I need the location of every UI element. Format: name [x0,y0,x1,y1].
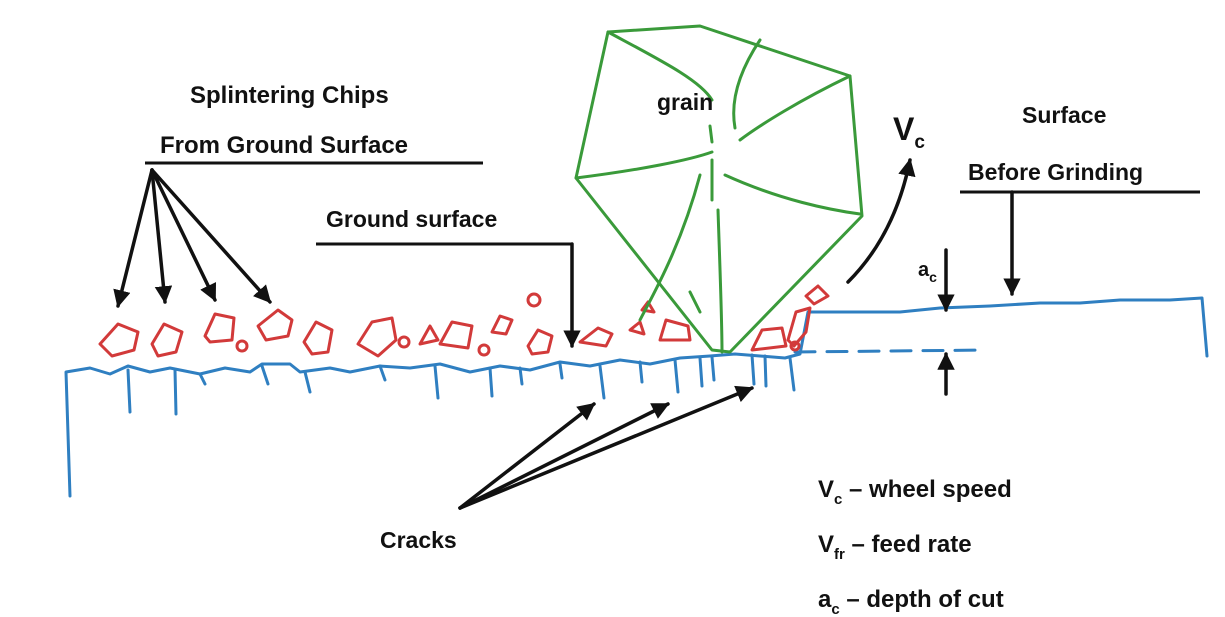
legend: Vc – wheel speed Vfr – feed rate ac – de… [818,476,1012,617]
splintering-label-line1: Splintering Chips [190,82,389,109]
ground-surface-leader [316,242,581,348]
splintering-leader [113,161,483,308]
depth-of-cut-symbol: ac [918,259,937,285]
surface-label-line2: Before Grinding [968,159,1143,185]
grain-label: grain [657,89,713,115]
ground-surface-label: Ground surface [326,206,497,232]
legend-wheel-speed: Vc – wheel speed [818,476,1012,508]
splintered-chips [98,284,830,358]
splintering-label-line2: From Ground Surface [160,132,408,159]
workpiece-outline [64,296,1209,498]
cracks-label: Cracks [380,527,457,553]
abrasive-grain [574,24,864,354]
wheel-speed-arrow [846,158,916,284]
cracks-leader [458,385,754,510]
legend-depth-of-cut: ac – depth of cut [818,586,1004,617]
wheel-speed-symbol: Vc [893,111,925,153]
surface-label-line1: Surface [1022,102,1106,128]
surface-before-grinding-leader [960,190,1200,296]
legend-feed-rate: Vfr – feed rate [818,531,972,563]
